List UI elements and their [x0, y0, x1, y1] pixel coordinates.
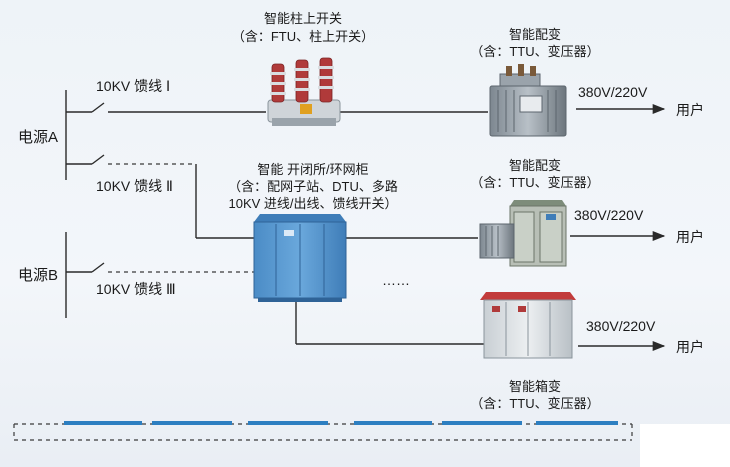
transformer-1-image — [489, 64, 567, 137]
user-1-label: 用户 — [676, 102, 704, 118]
ring-main-line2: 10KV 进线/出线、馈线开关） — [228, 196, 398, 211]
transformer-2-voltage: 380V/220V — [574, 207, 644, 223]
transformer-2-image — [479, 200, 567, 267]
feeder-1-line — [66, 102, 488, 113]
ring-main-title: 智能 开闭所/环网柜 — [257, 162, 369, 177]
feeder-2-label: 10KV 馈线 Ⅱ — [96, 178, 173, 194]
user-2-label: 用户 — [676, 229, 704, 245]
feeder-3-line — [66, 262, 254, 273]
ellipsis-more-outputs: …… — [382, 272, 410, 288]
ring-main-out-2 — [295, 300, 484, 345]
feeder-1-label: 10KV 馈线 Ⅰ — [96, 78, 171, 94]
pole-switch-image — [267, 57, 341, 126]
transformer-2-title: 智能配变 — [508, 158, 562, 173]
transformer-1-voltage: 380V/220V — [578, 84, 648, 100]
corner-white-patch — [640, 424, 730, 467]
ring-main-line1: （含：配网子站、DTU、多路 — [228, 179, 398, 194]
box-transformer-image — [480, 292, 576, 359]
transformer-1-sub: （含：TTU、变压器） — [470, 44, 600, 59]
user-3-label: 用户 — [676, 339, 704, 355]
feeder-3-label: 10KV 馈线 Ⅲ — [96, 281, 176, 297]
ring-main-unit-image — [253, 214, 347, 302]
feeder-2-line — [66, 154, 254, 239]
source-a-label: 电源A — [18, 129, 59, 146]
transformer-2-sub: （含：TTU、变压器） — [470, 175, 600, 190]
box-transformer-title: 智能箱变 — [508, 379, 562, 394]
box-transformer-sub: （含：TTU、变压器） — [470, 396, 600, 411]
bottom-dashed-strip — [13, 421, 633, 441]
transformer-1-title: 智能配变 — [508, 27, 562, 42]
pole-switch-title: 智能柱上开关 — [263, 11, 343, 26]
box-transformer-voltage: 380V/220V — [586, 318, 656, 334]
source-b-label: 电源B — [18, 267, 59, 284]
pole-switch-sub: （含：FTU、柱上开关） — [231, 29, 375, 44]
